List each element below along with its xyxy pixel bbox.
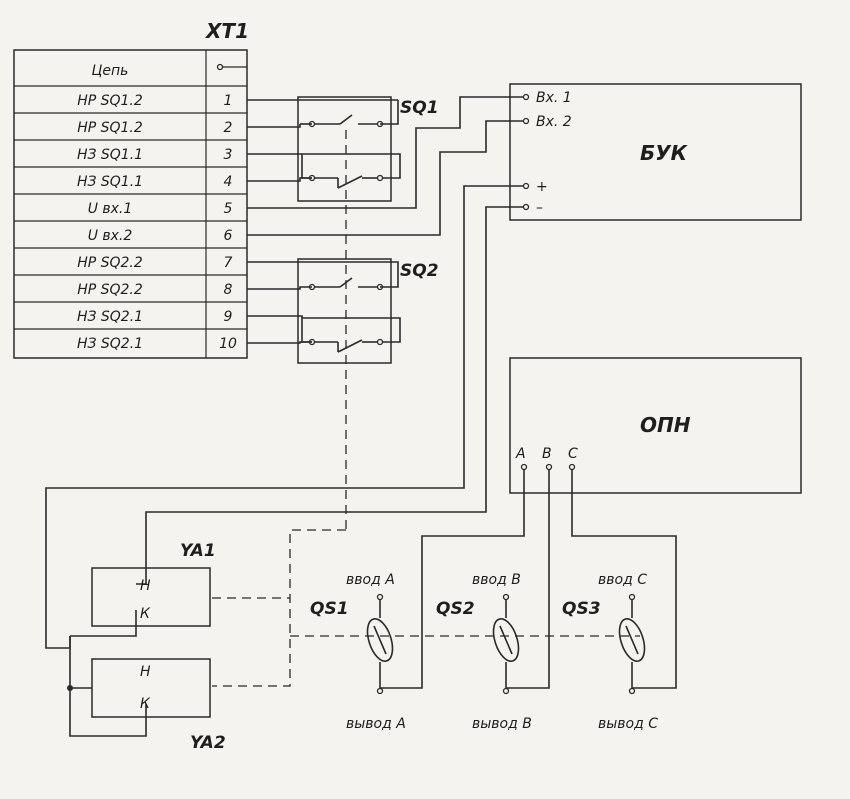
ya2-frame	[91, 658, 211, 718]
opn-phase-a: A	[515, 446, 526, 462]
sq1-frame	[297, 96, 392, 202]
terminal-circuit-5: U вх.1	[88, 201, 133, 217]
qs3-input: ввод С	[598, 572, 647, 588]
terminal-num-4: 4	[224, 174, 233, 190]
buk-minus: –	[536, 200, 543, 216]
terminal-num-3: 3	[224, 147, 233, 163]
terminal-num-1: 1	[224, 93, 233, 109]
qs2-input: ввод В	[472, 572, 521, 588]
qs1-input: ввод А	[346, 572, 395, 588]
terminal-num-9: 9	[224, 309, 233, 325]
buk-input-1: Вх. 1	[536, 90, 572, 106]
sq1-label: SQ1	[400, 98, 439, 118]
terminal-num-5: 5	[224, 201, 233, 217]
terminal-circuit-10: НЗ SQ2.1	[77, 336, 143, 352]
ya1-h: Н	[140, 578, 151, 594]
control-wiring	[247, 96, 523, 344]
terminal-circuit-8: НР SQ2.2	[77, 282, 143, 298]
opn-phase-b: B	[542, 446, 552, 462]
qs1-output: вывод А	[346, 716, 406, 732]
disconnector-qs2: QS2 ввод В вывод В	[436, 572, 532, 732]
qs2-label: QS2	[436, 599, 475, 619]
ya2-k: К	[140, 696, 151, 712]
terminal-block-xt1: XT1 Цепь НР SQ1.2 1 НР SQ1.2 2 НЗ SQ1.1 …	[13, 19, 249, 359]
terminal-num-2: 2	[224, 120, 233, 136]
opn-phase-c: C	[568, 446, 578, 462]
coil-ya2: YA2 Н К	[91, 658, 226, 753]
ya1-k: К	[140, 606, 151, 622]
qs1-label: QS1	[310, 599, 349, 619]
limit-switch-sq1: SQ1	[297, 96, 439, 202]
disconnector-qs1: QS1 ввод А вывод А	[310, 572, 406, 732]
qs3-output: вывод С	[598, 716, 658, 732]
ya1-label: YA1	[180, 541, 216, 561]
control-unit-buk: БУК Вх. 1 Вх. 2 + –	[509, 83, 802, 221]
ya2-label: YA2	[190, 733, 226, 753]
terminal-block-title: XT1	[204, 19, 249, 43]
disconnector-qs3: QS3 ввод С вывод С	[562, 572, 658, 732]
surge-arrester-opn: ОПН A B C	[509, 357, 802, 494]
terminal-num-6: 6	[224, 228, 233, 244]
buk-input-2: Вх. 2	[536, 114, 572, 130]
buk-frame	[509, 83, 802, 221]
terminal-circuit-7: НР SQ2.2	[77, 255, 143, 271]
terminal-circuit-2: НР SQ1.2	[77, 120, 143, 136]
opn-frame	[509, 357, 802, 494]
ya2-h: Н	[140, 664, 151, 680]
terminal-num-8: 8	[224, 282, 233, 298]
terminal-circuit-3: НЗ SQ1.1	[77, 147, 143, 163]
power-wiring	[45, 185, 677, 737]
terminal-circuit-1: НР SQ1.2	[77, 93, 143, 109]
opn-label: ОПН	[640, 413, 691, 437]
sq2-label: SQ2	[400, 261, 439, 281]
terminal-num-7: 7	[224, 255, 233, 271]
terminal-header-circuit: Цепь	[92, 63, 129, 79]
terminal-circuit-6: U вх.2	[88, 228, 133, 244]
limit-switch-sq2: SQ2	[297, 258, 439, 364]
terminal-num-10: 10	[219, 336, 237, 352]
qs3-label: QS3	[562, 599, 601, 619]
terminal-circuit-9: НЗ SQ2.1	[77, 309, 143, 325]
buk-label: БУК	[640, 141, 689, 165]
terminal-circuit-4: НЗ SQ1.1	[77, 174, 143, 190]
sq2-frame	[297, 258, 392, 364]
mechanical-linkage	[212, 130, 640, 687]
buk-plus: +	[536, 179, 548, 195]
coil-ya1: YA1 Н К	[91, 541, 216, 627]
terminal-block-frame	[13, 49, 248, 359]
qs2-output: вывод В	[472, 716, 532, 732]
ya1-frame	[91, 567, 211, 627]
terminal-header-mark-icon	[216, 63, 247, 71]
